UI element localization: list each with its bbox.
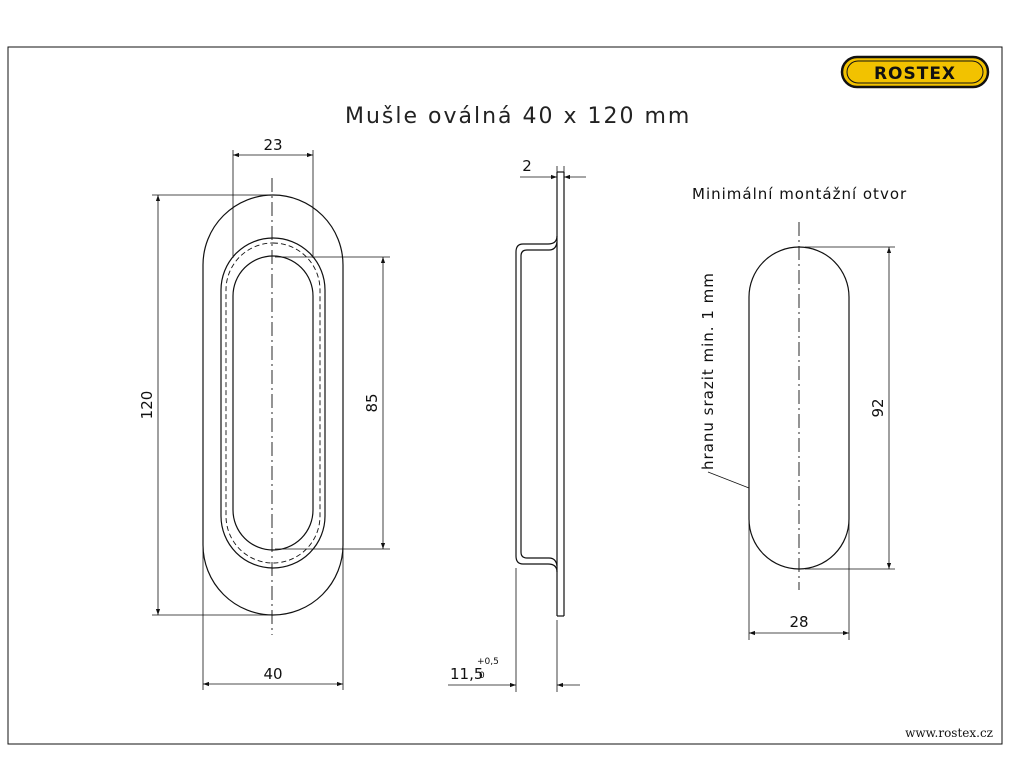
drawing-frame — [7, 46, 1003, 745]
dim-height-label: 120 — [138, 391, 156, 420]
outer-oval — [202, 194, 344, 616]
dim-inner-label: 85 — [363, 393, 381, 412]
inner-oval — [232, 255, 314, 551]
dim-depth-tol-upper: +0,5 — [477, 657, 499, 667]
dim-depth-tol-lower: 0 — [479, 671, 485, 681]
recess-oval-dashed — [225, 242, 321, 564]
dim-top-label: 23 — [263, 136, 282, 154]
cup-profile-outer — [515, 235, 558, 573]
footer-url[interactable]: www.rostex.cz — [905, 726, 993, 740]
cup-profile-inner — [520, 241, 558, 567]
logo-badge — [840, 55, 990, 89]
dim-cutout-width-label: 28 — [789, 613, 808, 631]
recess-oval — [220, 237, 326, 569]
side-view: 2 11,5 +0,5 0 — [448, 157, 586, 692]
dim-thickness-label: 2 — [522, 157, 532, 175]
cutout-view: Minimální montážní otvor 92 28 hranu sra… — [692, 185, 907, 640]
dim-cutout-height-label: 92 — [869, 398, 887, 417]
logo-text: ROSTEX — [874, 64, 956, 84]
drawing-title: Mušle oválná 40 x 120 mm — [345, 104, 691, 129]
dim-width-label: 40 — [263, 665, 282, 683]
edge-note: hranu srazit min. 1 mm — [699, 272, 717, 470]
dim-depth-label: 11,5 — [450, 665, 483, 683]
edge-note-leader — [707, 471, 750, 489]
rostex-logo: ROSTEX — [840, 55, 990, 89]
cutout-heading: Minimální montážní otvor — [692, 185, 907, 203]
front-view: 23 120 85 40 — [138, 136, 390, 690]
